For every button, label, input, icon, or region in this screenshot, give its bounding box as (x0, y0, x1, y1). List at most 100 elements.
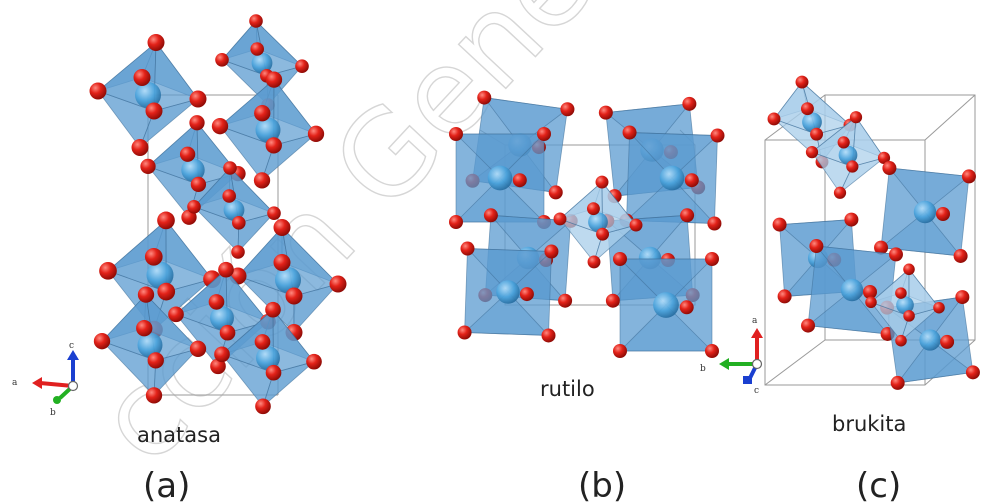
oxygen-atom (553, 212, 567, 226)
oxygen-atom (961, 169, 976, 184)
oxygen-atom (210, 358, 226, 375)
rutilo-crystal-structure (449, 90, 725, 358)
oxygen-atom (548, 185, 563, 200)
octahedron-face (455, 133, 545, 179)
octahedron-face (467, 248, 552, 293)
oxygen-atom (306, 353, 322, 370)
octahedron-face (225, 269, 269, 334)
oxygen-atom (895, 287, 907, 299)
titanium-atom (256, 346, 280, 370)
oxygen-atom (605, 293, 620, 308)
titanium-atom (181, 158, 205, 182)
oxygen-atom (137, 286, 155, 303)
structure-name-anatasa: anatasa (137, 423, 221, 447)
axis-origin (751, 358, 763, 370)
oxygen-atom (888, 247, 903, 262)
oxygen-atom (587, 255, 601, 269)
oxygen-atom (460, 241, 475, 256)
oxygen-atom (144, 247, 163, 266)
oxygen-atom (307, 125, 325, 142)
panel-anatasa: c a b anatasa (a) (12, 14, 347, 504)
axis-origin (67, 380, 79, 392)
oxygen-atom (882, 161, 897, 176)
octahedron-face (619, 304, 713, 352)
oxygen-atom (218, 261, 234, 278)
oxygen-atom (809, 239, 824, 254)
b-axis-arrowhead (719, 358, 729, 370)
oxygen-atom (208, 294, 225, 310)
oxygen-atom (767, 112, 781, 126)
oxygen-atom (133, 69, 151, 86)
oxygen-atom (895, 334, 907, 347)
octahedron-face (490, 214, 572, 259)
oxygen-atom (457, 325, 472, 340)
oxygen-atom (214, 346, 230, 363)
oxygen-atom (837, 136, 850, 149)
octahedron-face (779, 219, 852, 259)
oxygen-atom (544, 244, 559, 259)
titanium-atom (802, 112, 822, 132)
oxygen-atom (89, 82, 107, 100)
oxygen-atom (99, 262, 117, 280)
oxygen-atom (147, 352, 164, 369)
oxygen-atom (232, 216, 246, 230)
panel-rutilo: a b c rutilo (b) (449, 90, 763, 504)
oxygen-atom (705, 344, 719, 358)
titanium-atom (210, 306, 234, 330)
oxygen-atom (285, 287, 303, 305)
oxygen-atom (145, 102, 163, 120)
oxygen-atom (833, 186, 847, 199)
panel-caption-b: (b) (578, 466, 626, 504)
oxygen-atom (795, 75, 809, 89)
octahedron-face (619, 258, 713, 306)
titanium-atom (919, 329, 941, 351)
titanium-atom (588, 212, 608, 232)
oxygen-atom (849, 111, 863, 124)
oxygen-atom (250, 42, 264, 56)
oxygen-atom (483, 208, 498, 223)
octahedron-face (272, 309, 315, 374)
octahedron-face (629, 132, 718, 179)
oxygen-atom (215, 53, 229, 67)
titanium-atom (255, 117, 281, 143)
a-axis-arrowhead (751, 328, 763, 338)
oxygen-atom (157, 282, 176, 301)
octahedron-face (889, 167, 970, 213)
oxygen-atom (629, 218, 643, 232)
c-axis-arrowhead (743, 376, 752, 384)
oxygen-atom (211, 118, 229, 135)
oxygen-atom (267, 206, 281, 220)
oxygen-atom (222, 189, 236, 203)
titanium-atom (146, 261, 174, 289)
oxygen-atom (519, 287, 534, 302)
octahedron-face (908, 268, 940, 317)
octahedron-face (851, 116, 885, 167)
octahedron-face (807, 289, 888, 335)
oxygen-atom (254, 105, 271, 122)
titanium-atom (896, 296, 914, 314)
oxygen-atom (844, 212, 859, 227)
oxygen-atom (136, 320, 153, 337)
oxygen-atom (449, 127, 463, 141)
oxygen-atom (329, 275, 347, 293)
oxygen-atom (586, 202, 600, 216)
oxygen-atom (449, 215, 463, 229)
c-axis-arrowhead (67, 350, 79, 360)
oxygen-atom (131, 139, 149, 156)
panel-brukita: brukita (c) (764, 75, 980, 504)
structure-name-brukita: brukita (832, 412, 906, 436)
oxygen-atom (800, 102, 814, 116)
oxygen-atom (140, 158, 156, 175)
octahedron-face (153, 42, 199, 112)
oxygen-atom (219, 324, 236, 341)
octahedron-face (165, 219, 213, 293)
titanium-atom (653, 292, 679, 318)
oxygen-atom (598, 105, 613, 120)
titanium-atom (659, 165, 685, 191)
oxygen-atom (93, 333, 111, 350)
oxygen-atom (265, 137, 282, 154)
b-axis-arrowhead (53, 396, 61, 404)
titanium-atom (838, 145, 858, 165)
oxygen-atom (846, 160, 859, 173)
